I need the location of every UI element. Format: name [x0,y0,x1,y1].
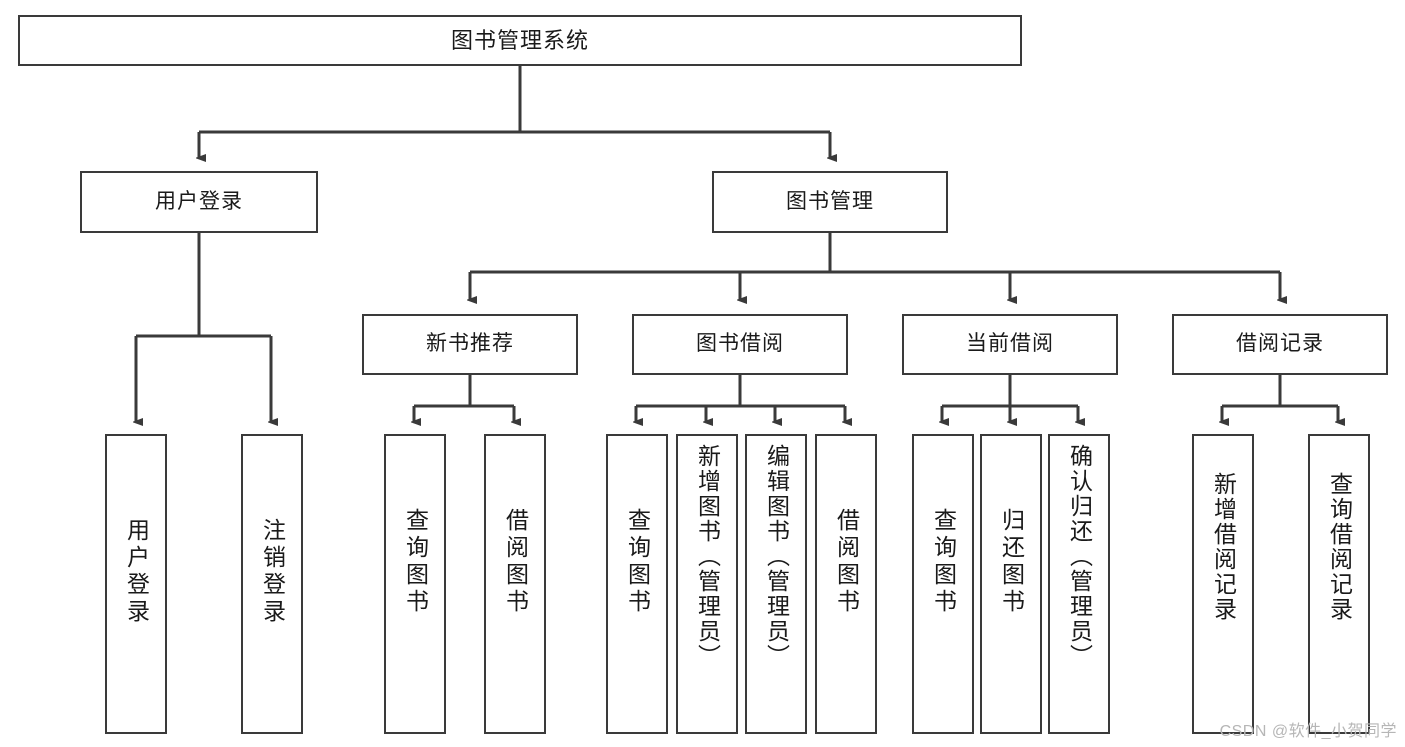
node-user-login-label: 用户登录 [155,189,243,213]
leaf-current-borrow-query[interactable]: 查询图书 [912,434,974,734]
node-book-borrow[interactable]: 图书借阅 [632,314,848,375]
node-new-book-recommend-label: 新书推荐 [426,332,514,356]
node-borrow-record[interactable]: 借阅记录 [1172,314,1388,375]
leaf-book-borrow-query[interactable]: 查询图书 [606,434,668,734]
leaf-user-login-login-label: 用户登录 [123,518,150,626]
leaf-book-borrow-edit-label: 编辑图书（管理员） [763,444,790,669]
node-book-manage-label: 图书管理 [786,189,874,213]
node-borrow-record-label: 借阅记录 [1236,332,1324,356]
node-current-borrow-label: 当前借阅 [966,332,1054,356]
node-root-label: 图书管理系统 [450,27,589,53]
node-current-borrow[interactable]: 当前借阅 [902,314,1118,375]
leaf-book-borrow-add[interactable]: 新增图书（管理员） [676,434,738,734]
node-user-login[interactable]: 用户登录 [80,171,318,233]
leaf-current-borrow-confirm-label: 确认归还（管理员） [1066,444,1093,669]
leaf-book-borrow-edit[interactable]: 编辑图书（管理员） [745,434,807,734]
leaf-borrow-record-query-label: 查询借阅记录 [1326,472,1353,622]
leaf-book-borrow-borrow-label: 借阅图书 [833,508,860,616]
leaf-user-login-logout[interactable]: 注销登录 [241,434,303,734]
leaf-new-book-query-label: 查询图书 [402,508,429,616]
node-root[interactable]: 图书管理系统 [18,15,1022,66]
leaf-new-book-query[interactable]: 查询图书 [384,434,446,734]
leaf-user-login-logout-label: 注销登录 [259,518,286,626]
leaf-current-borrow-query-label: 查询图书 [930,508,957,616]
leaf-borrow-record-query[interactable]: 查询借阅记录 [1308,434,1370,734]
csdn-watermark: CSDN @软件_小贺同学 [1219,723,1397,740]
leaf-current-borrow-return[interactable]: 归还图书 [980,434,1042,734]
leaf-new-book-borrow-label: 借阅图书 [502,508,529,616]
leaf-book-borrow-borrow[interactable]: 借阅图书 [815,434,877,734]
leaf-book-borrow-add-label: 新增图书（管理员） [694,444,721,669]
leaf-new-book-borrow[interactable]: 借阅图书 [484,434,546,734]
leaf-user-login-login[interactable]: 用户登录 [105,434,167,734]
leaf-borrow-record-add[interactable]: 新增借阅记录 [1192,434,1254,734]
node-book-manage[interactable]: 图书管理 [712,171,948,233]
leaf-borrow-record-add-label: 新增借阅记录 [1210,472,1237,622]
leaf-current-borrow-confirm[interactable]: 确认归还（管理员） [1048,434,1110,734]
leaf-current-borrow-return-label: 归还图书 [998,508,1025,616]
node-book-borrow-label: 图书借阅 [696,332,784,356]
node-new-book-recommend[interactable]: 新书推荐 [362,314,578,375]
leaf-book-borrow-query-label: 查询图书 [624,508,651,616]
